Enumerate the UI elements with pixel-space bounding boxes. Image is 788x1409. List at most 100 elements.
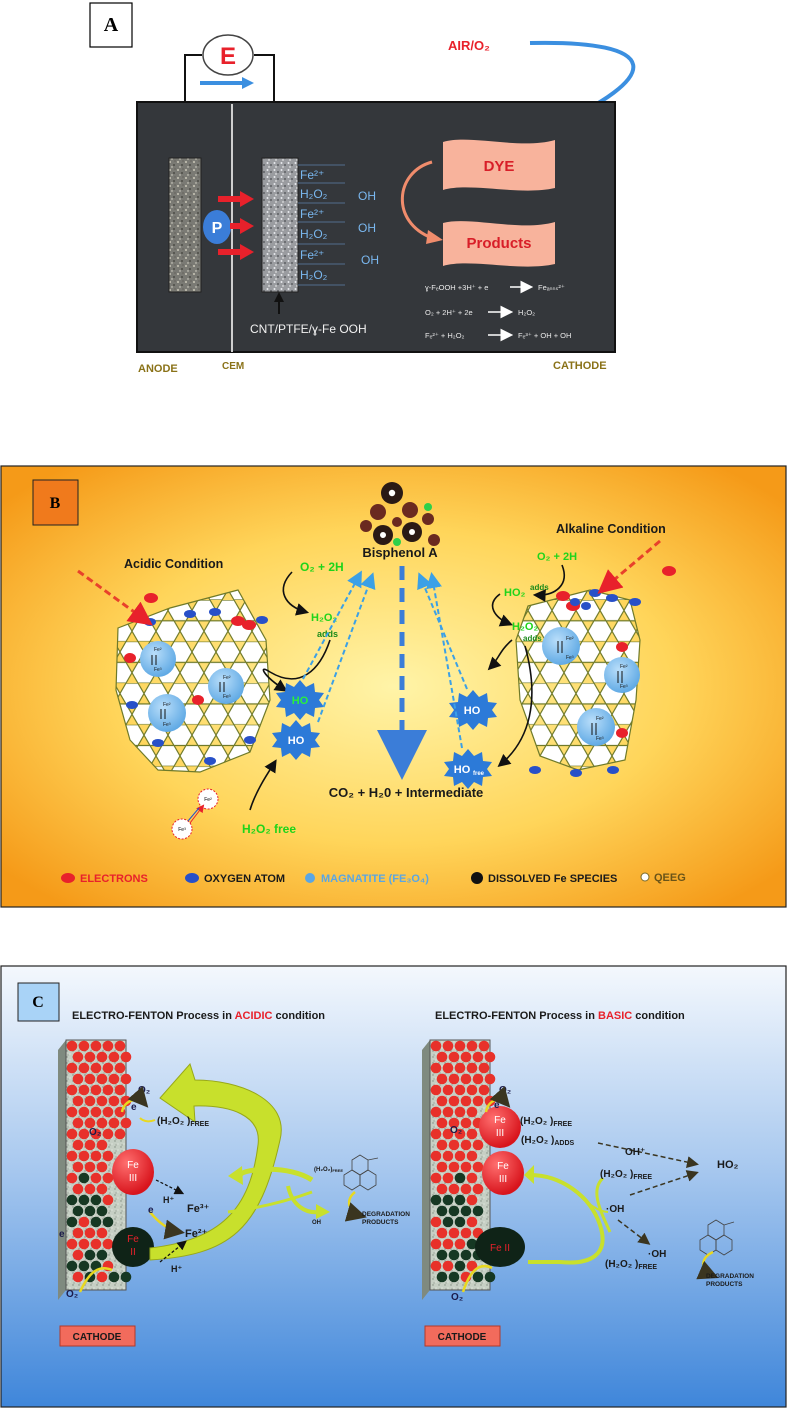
h2o2-adds-right: (H₂O₂ )ADDS	[521, 1135, 574, 1147]
fe-iii-particle	[90, 1040, 102, 1052]
fe-iii-particle	[78, 1238, 90, 1250]
large-cycle-arrow-left	[149, 1063, 282, 1261]
ho-label-3: HO	[464, 705, 481, 717]
fe-iii-particle	[454, 1084, 466, 1096]
legend-electrons: ELECTRONS	[80, 873, 148, 885]
fe-iii-particle	[442, 1150, 454, 1162]
svg-text:Fe²: Fe²	[223, 675, 231, 681]
svg-text:H⁺: H⁺	[163, 1195, 174, 1205]
fe-ii-circle-right	[475, 1227, 525, 1267]
fe-iii-particle	[102, 1150, 114, 1162]
svg-text:II: II	[130, 1247, 136, 1258]
svg-text:Fe³: Fe³	[596, 736, 604, 742]
fe-iii-particle	[102, 1238, 114, 1250]
fe-iii-particle	[448, 1117, 460, 1129]
fe-iii-particle	[84, 1051, 96, 1063]
fe-iii-particle	[72, 1271, 84, 1283]
magnetite-particles	[140, 627, 640, 746]
fe-iii-particle	[448, 1227, 460, 1239]
species-oh-1: OH	[358, 189, 376, 203]
svg-text:Fe³: Fe³	[178, 827, 186, 833]
fe-iii-particle	[84, 1139, 96, 1151]
h2o2-free-right-3: (H₂O₂ )FREE	[605, 1259, 657, 1271]
ho2-label: HO₂	[717, 1159, 739, 1171]
cathode-label-right: CATHODE	[438, 1332, 487, 1343]
fe-ii-particle	[66, 1260, 78, 1272]
fe-iii-particle	[90, 1238, 102, 1250]
ho-free-label: HO	[454, 764, 471, 776]
fe-iii-particle	[120, 1073, 132, 1085]
fe-iii-particle	[430, 1216, 442, 1228]
svg-text:DEGRADATION: DEGRADATION	[706, 1273, 754, 1280]
fe-iii-particle	[442, 1128, 454, 1140]
fe-iii-particle	[466, 1084, 478, 1096]
fe-ii-particle	[96, 1249, 108, 1261]
fe-iii-particle	[436, 1051, 448, 1063]
svg-text:Fe²: Fe²	[596, 716, 604, 722]
title-acidic: ELECTRO-FENTON Process in ACIDIC conditi…	[72, 1010, 325, 1022]
fe-iii-particle	[72, 1161, 84, 1173]
fe-iii-particle	[442, 1040, 454, 1052]
fe-iii-particle	[472, 1139, 484, 1151]
species-lines	[298, 164, 345, 286]
fe-iii-particle	[96, 1073, 108, 1085]
fe-iii-particle	[442, 1106, 454, 1118]
fe-iii-particle	[114, 1084, 126, 1096]
fe-iii-particle	[430, 1106, 442, 1118]
fe-ii-particle	[430, 1194, 442, 1206]
o2-2h-left: O₂ + 2H	[300, 560, 344, 574]
fe-ii-particle	[484, 1271, 496, 1283]
fe-ii-particle	[454, 1172, 466, 1184]
fe-iii-particle	[84, 1227, 96, 1239]
products-banner	[443, 221, 555, 267]
fe-iii-particle	[448, 1073, 460, 1085]
species-fe2-3: Fe²⁺	[300, 248, 324, 262]
fe-ii-particle	[448, 1205, 460, 1217]
fe-iii-particle	[466, 1150, 478, 1162]
cathode-label-right-box	[424, 1325, 501, 1347]
legend-magnatite: MAGNATITE (FE₃O₄)	[321, 873, 429, 885]
panel-a: A E AIR/O₂ P	[89, 2, 636, 375]
cathode-label: CATHODE	[553, 360, 607, 372]
fe-iii-particle	[90, 1106, 102, 1118]
o2-left-label: O₂	[138, 1085, 150, 1096]
h2o2-free-left: (H₂O₂ )FREE	[157, 1116, 209, 1128]
fe-iii-particle	[78, 1062, 90, 1074]
panel-a-label-box	[89, 2, 133, 48]
pollutant-p-label: P	[212, 220, 223, 237]
svg-text:Fe³: Fe³	[566, 655, 574, 661]
fe-ii-particle	[72, 1205, 84, 1217]
fe-ii-particle	[460, 1249, 472, 1261]
fe-iii-particle	[478, 1062, 490, 1074]
fe-ii-particle	[466, 1238, 478, 1250]
voltage-source	[202, 34, 254, 76]
fe-iii-circle-right	[482, 1151, 524, 1195]
panel-b-legend: ELECTRONS OXYGEN ATOM MAGNATITE (FE₃O₄) …	[61, 872, 686, 885]
fe-iii-particle	[84, 1161, 96, 1173]
bisphenol-molecule	[360, 482, 440, 546]
fe-iii-particle	[102, 1128, 114, 1140]
species-h2o2-2: H₂O₂	[300, 227, 328, 241]
voltage-source-label: E	[220, 43, 236, 70]
fe-iii-particle	[102, 1106, 114, 1118]
fe-iii-particle	[454, 1040, 466, 1052]
fe-iii-particle	[108, 1073, 120, 1085]
fe-iii-particle	[78, 1216, 90, 1228]
equation-1-left: ɣ-FₑOOH +3H⁺ + e	[425, 283, 488, 292]
legend-qeeg: QEEG	[654, 872, 686, 884]
fe-iii-particle	[436, 1073, 448, 1085]
fe-iii-particle	[102, 1040, 114, 1052]
svg-text:O₂: O₂	[451, 1292, 463, 1303]
equation-3-left: Fₑ²⁺ + H₂O₂	[425, 331, 465, 340]
species-list: Fe²⁺ H₂O₂ Fe²⁺ H₂O₂ Fe²⁺ H₂O₂ OH OH OH	[300, 168, 379, 282]
fe-iii-particle	[454, 1106, 466, 1118]
fe-iii-particle	[460, 1183, 472, 1195]
legend-oxygen: OXYGEN ATOM	[204, 873, 285, 885]
fe-iii-particle	[96, 1051, 108, 1063]
fe-iii-particle	[460, 1095, 472, 1107]
fe-iii-particle	[72, 1051, 84, 1063]
dye-label: DYE	[484, 158, 515, 175]
fe-ii-particle	[454, 1260, 466, 1272]
fe-ii-particle	[108, 1271, 120, 1283]
ho2-adds-sub: adds	[530, 583, 549, 592]
